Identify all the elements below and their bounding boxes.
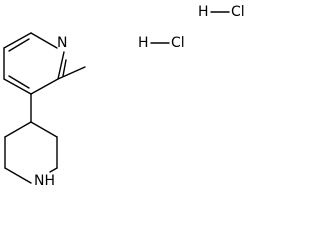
bond-methyl (57, 66, 86, 80)
bond-n1-c6 (30, 32, 58, 49)
chemical-structure: H Cl H Cl N NH (3, 4, 245, 189)
bond-c6-c5 (3, 32, 32, 49)
piperidine-ring: NH (4, 121, 58, 189)
atom-piperidine-nh: NH (34, 173, 55, 189)
hcl-2-hydrogen: H (138, 35, 149, 51)
bond-n1-p6 (4, 167, 32, 184)
hcl-1-hydrogen: H (198, 4, 209, 20)
hcl-salt-1: H Cl (198, 4, 245, 20)
bond-c2-n1 (57, 51, 65, 80)
bond-c4-c3 (3, 78, 32, 95)
bond-c6-c5-double (8, 38, 30, 52)
bond-c2-n1-double (62, 59, 67, 77)
bond-p4-p3 (30, 121, 58, 138)
bond-c4-c3-double (8, 75, 30, 89)
hcl-1-chlorine: Cl (231, 4, 245, 20)
bond-c3-c2 (30, 78, 59, 95)
atom-pyridine-n: N (57, 35, 67, 51)
pyridine-ring: N (3, 32, 67, 95)
hcl-salt-2: H Cl (138, 35, 185, 51)
bond-p5-p4 (4, 121, 32, 138)
bond-p2-n1 (49, 167, 58, 173)
hcl-2-chlorine: Cl (171, 35, 185, 51)
